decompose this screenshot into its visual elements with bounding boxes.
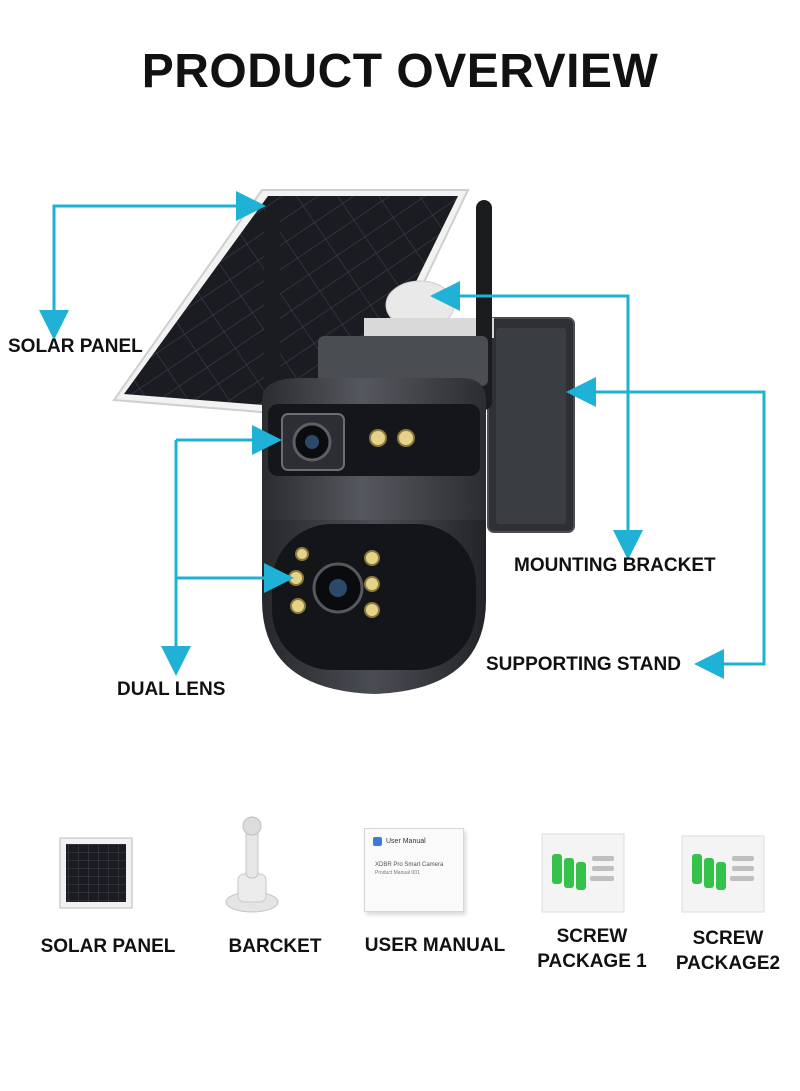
accessory-label-solar-panel: SOLAR PANEL bbox=[40, 936, 176, 957]
solar-panel-thumbnail bbox=[59, 837, 133, 909]
callout-mounting-bracket: MOUNTING BRACKET bbox=[514, 555, 716, 576]
screw-package-1-thumbnail bbox=[541, 833, 625, 913]
accessory-label-bracket: BARCKET bbox=[228, 936, 322, 957]
callout-solar-panel: SOLAR PANEL bbox=[8, 336, 143, 357]
screw-package-2-thumbnail bbox=[681, 835, 765, 913]
accessory-label-user-manual: USER MANUAL bbox=[364, 935, 506, 956]
accessory-label-screw-package-1: SCREW PACKAGE 1 bbox=[537, 926, 647, 972]
manual-line-1: XDBR Pro Smart Camera bbox=[375, 862, 444, 868]
callout-dual-lens: DUAL LENS bbox=[117, 679, 226, 700]
page-title: PRODUCT OVERVIEW bbox=[141, 45, 659, 98]
user-manual-thumbnail: User Manual XDBR Pro Smart Camera Produc… bbox=[364, 828, 464, 912]
manual-logo-icon bbox=[373, 837, 382, 846]
camera-body bbox=[262, 336, 488, 694]
manual-line-2: Product Manual 001 bbox=[375, 870, 420, 876]
accessory-label-screw-package-2: SCREW PACKAGE2 bbox=[675, 928, 781, 974]
callout-lines bbox=[39, 191, 766, 679]
bracket-thumbnail bbox=[225, 816, 279, 913]
mounting-bracket-image bbox=[364, 280, 575, 533]
callout-supporting-stand: SUPPORTING STAND bbox=[486, 654, 681, 675]
manual-heading: User Manual bbox=[386, 838, 426, 845]
